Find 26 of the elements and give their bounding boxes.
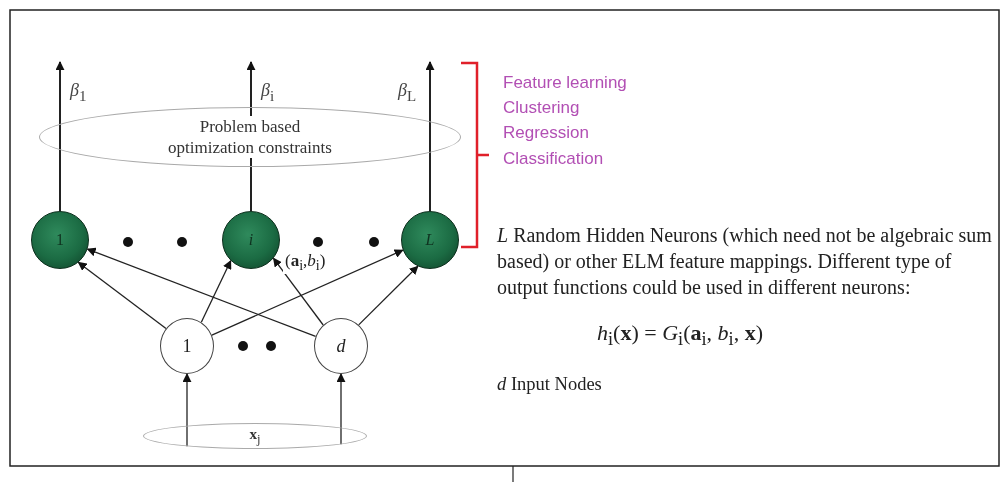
formula: h$_{i}$(x) = G$_{i}$(a$_{i}$, b$_{i}$, x) [597,320,763,351]
neuron-circle: 1 [31,211,89,269]
arrow [77,261,167,330]
edge-label: β$_{L}$ [398,80,417,105]
arrow [211,249,404,336]
arrow [272,257,324,326]
neuron-circle: i [222,211,280,269]
arrow [425,61,435,212]
weight-bias-label: (a$_{i}$,b$_{i}$) [283,251,328,275]
description-text: d Input Nodes [497,374,602,395]
arrow [336,373,346,445]
arrow [86,247,317,338]
edge-label: β$_{i}$ [261,80,275,105]
task-label: Clustering [503,98,580,118]
arrow [55,61,65,212]
task-label: Classification [503,149,604,169]
input-node-circle: 1 [160,318,214,374]
task-label: Feature learning [503,73,627,93]
task-label: Regression [503,123,589,143]
input-node-circle: d [314,318,368,374]
arrow [200,259,232,323]
arrow [182,373,192,447]
arrow [358,265,419,326]
neuron-circle: L [401,211,459,269]
description-text: L Random Hidden Neurons (which need not be algebraic sum based) or other ELM feature mappings. Different type of output functions could be used in different neurons: [497,223,993,300]
edge-label: β$_{1}$ [70,80,87,105]
